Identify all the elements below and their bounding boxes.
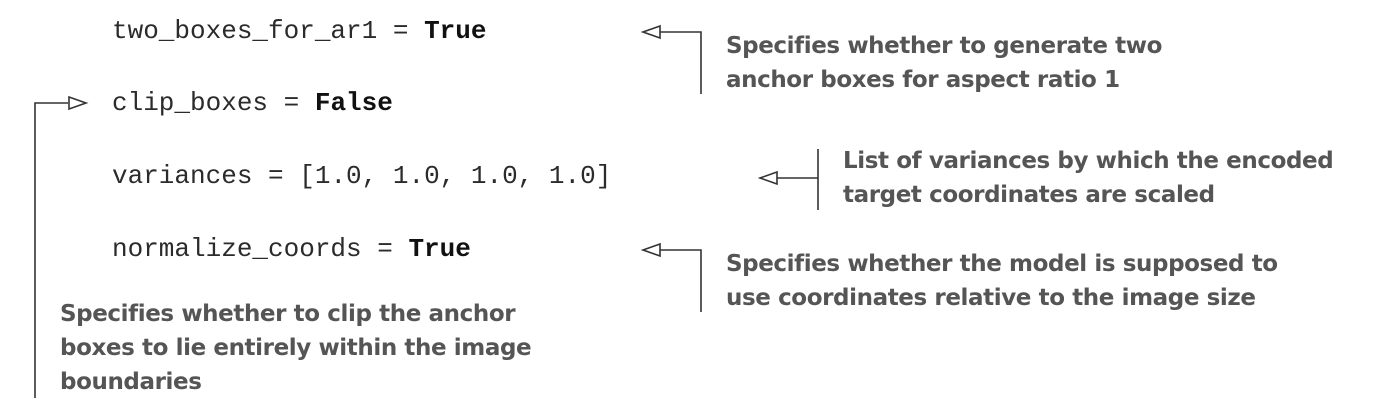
- annotation-line: Specifies whether the model is supposed …: [726, 251, 1278, 277]
- annotation-normalize: Specifies whether the model is supposed …: [726, 247, 1278, 315]
- code-var-name: normalize_coords: [112, 234, 362, 264]
- arrow-clip-boxes: [34, 95, 89, 398]
- code-assign: =: [268, 88, 315, 118]
- code-value: [1.0, 1.0, 1.0, 1.0]: [299, 161, 612, 191]
- annotation-line: use coordinates relative to the image si…: [726, 285, 1256, 311]
- code-line-variances: variances = [1.0, 1.0, 1.0, 1.0]: [112, 161, 611, 191]
- code-line-clip-boxes: clip_boxes = False: [112, 88, 393, 118]
- annotation-line: boxes to lie entirely within the image: [60, 335, 532, 361]
- code-var-name: variances: [112, 161, 253, 191]
- code-line-normalize-coords: normalize_coords = True: [112, 234, 471, 264]
- code-assign: =: [361, 234, 409, 264]
- code-line-two-boxes: two_boxes_for_ar1 = True: [112, 16, 486, 46]
- code-value: True: [408, 234, 471, 264]
- annotation-two-boxes: Specifies whether to generate two anchor…: [726, 29, 1162, 97]
- code-var-name: clip_boxes: [112, 88, 269, 118]
- arrow-variances: [757, 149, 819, 210]
- arrow-normalize: [640, 242, 702, 312]
- annotation-line: List of variances by which the encoded: [843, 148, 1334, 174]
- code-value: False: [314, 88, 393, 118]
- annotation-line: anchor boxes for aspect ratio 1: [726, 67, 1120, 93]
- code-value: True: [424, 16, 487, 46]
- code-assign: =: [377, 16, 425, 46]
- arrow-two-boxes: [640, 24, 702, 94]
- annotation-line: Specifies whether to clip the anchor: [60, 301, 516, 327]
- annotation-line: Specifies whether to generate two: [726, 33, 1163, 59]
- code-var-name: two_boxes_for_ar1: [112, 16, 378, 46]
- code-assign: =: [252, 161, 300, 191]
- annotation-variances: List of variances by which the encoded t…: [843, 144, 1334, 212]
- annotation-line: boundaries: [60, 369, 202, 395]
- annotation-line: target coordinates are scaled: [843, 182, 1215, 208]
- annotation-clip-boxes: Specifies whether to clip the anchor box…: [60, 297, 532, 399]
